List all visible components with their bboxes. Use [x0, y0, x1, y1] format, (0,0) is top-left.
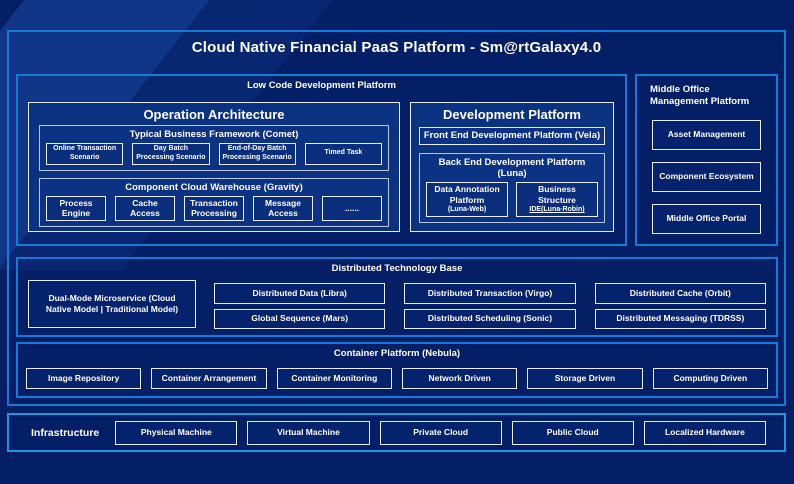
infrastructure-items: Physical Machine Virtual Machine Private…	[115, 420, 766, 445]
network-driven-box: Network Driven	[401, 368, 518, 389]
private-cloud-box: Private Cloud	[379, 420, 502, 445]
business-structure-codename: IDE(Luna-Robin)	[529, 206, 585, 214]
main-frame: Cloud Native Financial PaaS Platform - S…	[7, 30, 786, 406]
component-box: Process Engine	[46, 195, 106, 221]
component-cloud-warehouse-title: Component Cloud Warehouse (Gravity)	[125, 181, 303, 193]
distributed-row-2: Global Sequence (Mars) Distributed Sched…	[214, 308, 766, 329]
localized-hardware-box: Localized Hardware	[643, 420, 766, 445]
container-arrangement-box: Container Arrangement	[151, 368, 267, 389]
container-platform-items: Image Repository Container Arrangement C…	[26, 368, 768, 389]
operation-architecture-panel: Operation Architecture Typical Business …	[28, 102, 400, 232]
data-annotation-platform-box: Data Annotation Platform (Luna-Web)	[426, 182, 508, 217]
public-cloud-box: Public Cloud	[511, 420, 634, 445]
page-title: Cloud Native Financial PaaS Platform - S…	[191, 39, 602, 56]
storage-driven-box: Storage Driven	[527, 368, 643, 389]
typical-business-framework-panel: Typical Business Framework (Comet) Onlin…	[39, 125, 389, 171]
back-end-development-platform-panel: Back End Development Platform (Luna) Dat…	[419, 153, 605, 223]
component-box: Message Access	[253, 195, 313, 221]
low-code-platform-label: Low Code Development Platform	[247, 80, 396, 91]
component-box: Cache Access	[115, 195, 175, 221]
component-box-ellipsis: ......	[322, 195, 382, 221]
business-structure-ide-box: Business Structure IDE(Luna-Robin)	[516, 182, 598, 217]
virtual-machine-box: Virtual Machine	[247, 420, 370, 445]
business-structure-name: Business Structure	[538, 184, 576, 205]
image-repository-box: Image Repository	[26, 368, 142, 389]
data-annotation-platform-name: Data Annotation Platform	[434, 184, 500, 205]
development-platform-panel: Development Platform Front End Developme…	[410, 102, 614, 232]
middle-office-management-platform-section: Middle Office Management Platform Asset …	[635, 74, 778, 246]
distributed-data-box: Distributed Data (Libra)	[214, 283, 386, 304]
distributed-scheduling-box: Distributed Scheduling (Sonic)	[404, 308, 576, 329]
infrastructure-section: Infrastructure Physical Machine Virtual …	[7, 413, 786, 452]
operation-architecture-title: Operation Architecture	[143, 107, 285, 122]
data-annotation-platform-codename: (Luna-Web)	[447, 206, 487, 214]
typical-business-framework-title: Typical Business Framework (Comet)	[129, 129, 299, 140]
container-monitoring-box: Container Monitoring	[276, 368, 392, 389]
distributed-technology-base-label: Distributed Technology Base	[331, 263, 463, 274]
distributed-cache-box: Distributed Cache (Orbit)	[594, 283, 766, 304]
dual-mode-microservice-box: Dual-Mode Microservice (Cloud Native Mod…	[28, 280, 196, 328]
scenario-box: Timed Task	[304, 143, 382, 165]
front-end-development-platform-box: Front End Development Platform (Vela)	[419, 127, 605, 145]
development-platform-title: Development Platform	[443, 107, 581, 122]
middle-office-title: Middle Office Management Platform	[650, 84, 750, 108]
physical-machine-box: Physical Machine	[115, 420, 238, 445]
distributed-grid: Distributed Data (Libra) Distributed Tra…	[214, 283, 766, 329]
distributed-messaging-box: Distributed Messaging (TDRSS)	[594, 308, 766, 329]
scenario-box: Online Transaction Scenario	[46, 143, 124, 165]
scenario-box: End-of-Day Batch Processing Scenario	[218, 143, 296, 165]
asset-management-box: Asset Management	[652, 119, 761, 150]
distributed-technology-base-section: Distributed Technology Base Dual-Mode Mi…	[16, 257, 778, 337]
component-cloud-warehouse-items: Process Engine Cache Access Transaction …	[46, 195, 382, 221]
computing-driven-box: Computing Driven	[652, 368, 768, 389]
distributed-transaction-box: Distributed Transaction (Virgo)	[404, 283, 576, 304]
global-sequence-box: Global Sequence (Mars)	[214, 308, 386, 329]
component-cloud-warehouse-panel: Component Cloud Warehouse (Gravity) Proc…	[39, 177, 389, 227]
infrastructure-label: Infrastructure	[31, 426, 100, 439]
scenario-box: Day Batch Processing Scenario	[132, 143, 210, 165]
component-box: Transaction Processing	[184, 195, 244, 221]
back-end-development-platform-title: Back End Development Platform (Luna)	[438, 157, 586, 179]
low-code-development-platform-section: Low Code Development Platform Operation …	[16, 74, 627, 246]
back-end-items: Data Annotation Platform (Luna-Web) Busi…	[426, 182, 598, 217]
middle-office-portal-box: Middle Office Portal	[652, 203, 761, 234]
distributed-row-1: Distributed Data (Libra) Distributed Tra…	[214, 283, 766, 304]
typical-business-framework-items: Online Transaction Scenario Day Batch Pr…	[46, 143, 382, 165]
container-platform-label: Container Platform (Nebula)	[333, 348, 461, 359]
container-platform-section: Container Platform (Nebula) Image Reposi…	[16, 342, 778, 398]
component-ecosystem-box: Component Ecosystem	[652, 161, 761, 192]
